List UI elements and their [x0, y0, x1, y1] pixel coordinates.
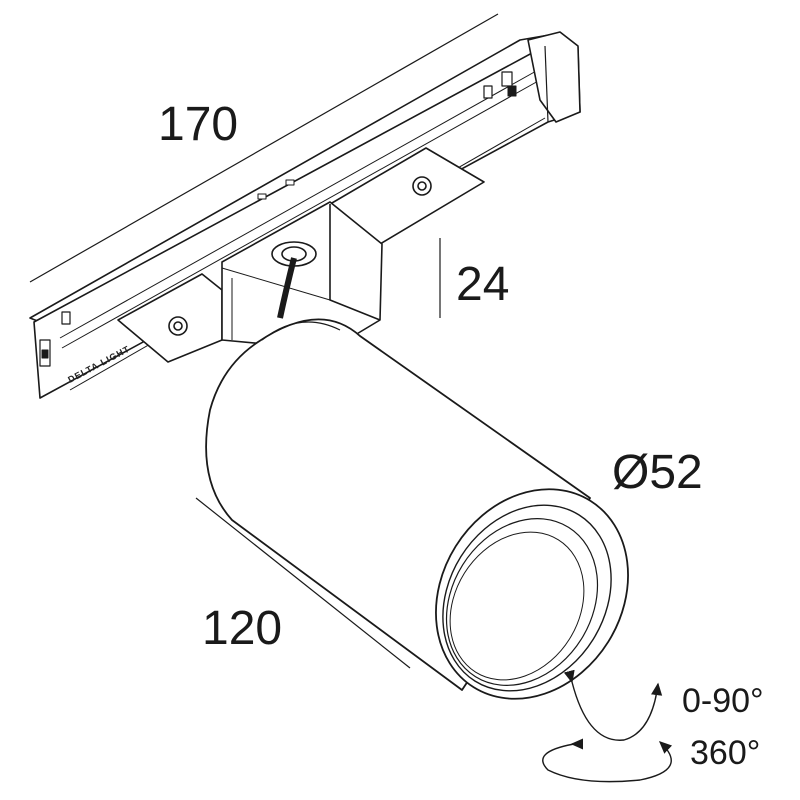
dimension-label-diameter: Ø52	[612, 446, 703, 499]
rotation-label: 360°	[690, 734, 760, 772]
dimension-line-170	[29, 13, 499, 283]
dimension-line-120	[195, 497, 411, 669]
dimension-label-24: 24	[456, 258, 509, 311]
mounting-bracket	[117, 147, 485, 363]
spot-cylinder	[205, 318, 629, 700]
dimension-label-120: 120	[202, 602, 282, 655]
tilt-label: 0-90°	[682, 682, 764, 720]
tilt-arrow	[563, 669, 663, 741]
rotation-arrow	[542, 738, 673, 783]
dimension-label-170: 170	[158, 98, 238, 151]
